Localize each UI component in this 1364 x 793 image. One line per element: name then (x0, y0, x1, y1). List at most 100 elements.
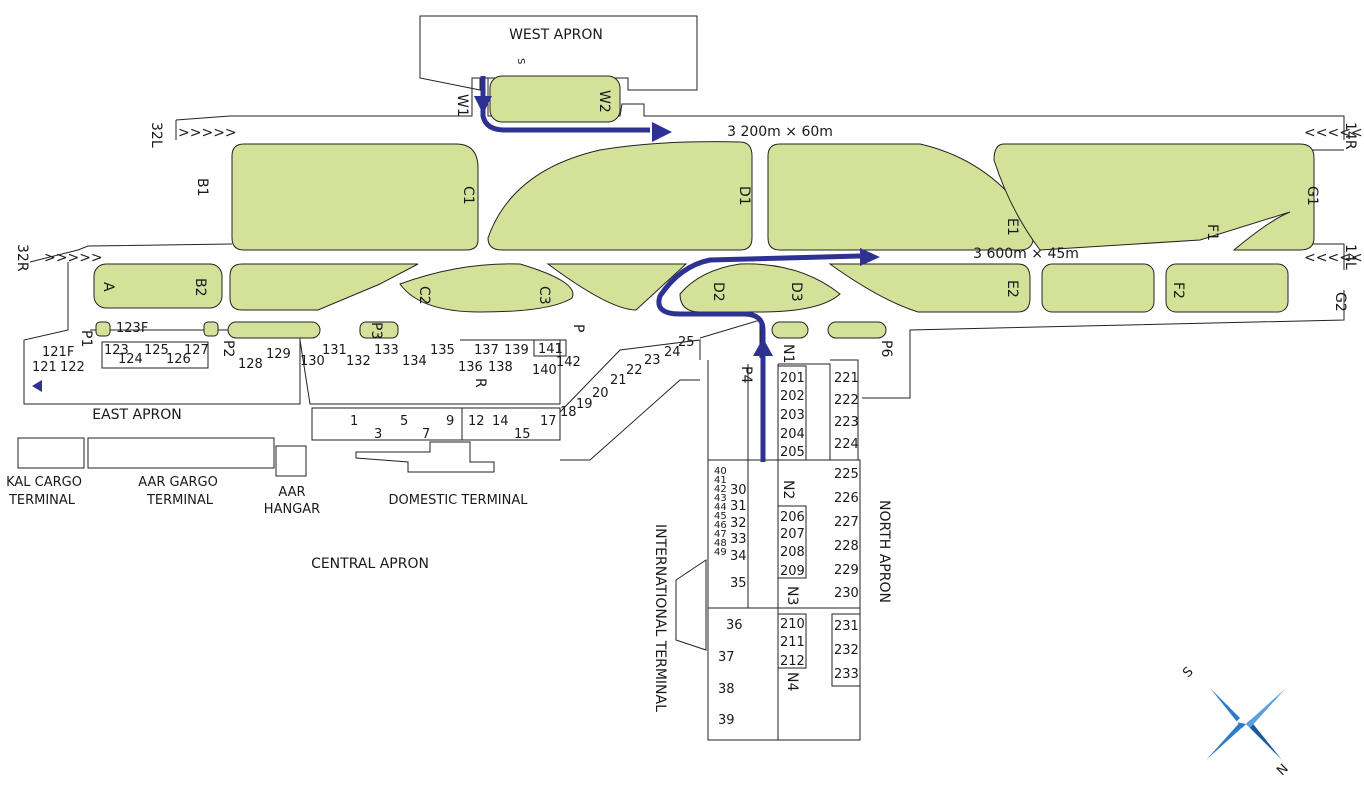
north-outer-stands: 221 222 223 224 225 226 227 228 229 230 … (831, 371, 861, 687)
stand-label: 203 (780, 408, 805, 423)
stand-label: 43 (714, 493, 727, 504)
stand-label: 12 (468, 414, 485, 429)
taxiway-f1: F1 (1204, 224, 1220, 241)
stand-label: 44 (714, 502, 727, 513)
stand-label: 124 (118, 352, 143, 367)
runway-14r-label: 14R (1342, 122, 1358, 150)
stand-label: 134 (402, 354, 427, 369)
stand-label: 131 (322, 343, 347, 358)
stand-label: 5 (400, 414, 408, 429)
stand-label: 201 (780, 371, 805, 386)
buildings: KAL CARGO TERMINAL AAR GARGO TERMINAL AA… (6, 339, 567, 517)
stand-label: 224 (834, 437, 859, 452)
compass-north-label: N (1274, 761, 1291, 778)
stand-label: 14 (492, 414, 509, 429)
stand-label: 204 (780, 427, 805, 442)
stand-label: 7 (422, 427, 430, 442)
stand-label: 39 (718, 713, 735, 728)
stand-label: 227 (834, 515, 859, 530)
taxiway-n3: N3 (784, 586, 800, 605)
stand-label: 32 (730, 516, 747, 531)
taxiway-d2: D2 (710, 282, 726, 302)
taxiway-p3: P3 (368, 322, 384, 339)
stand-label: 132 (346, 354, 371, 369)
stand-label: 37 (718, 650, 735, 665)
stand-label: 221 (834, 371, 859, 386)
taxiway-n1: N1 (780, 344, 796, 363)
stand-label: 232 (834, 643, 859, 658)
taxiway-g1: G1 (1304, 186, 1320, 206)
stand-label: 228 (834, 539, 859, 554)
runway-lower-dimensions: 3 600m × 45m (973, 246, 1079, 262)
stand-label: 38 (718, 682, 735, 697)
taxiway-c3: C3 (536, 286, 552, 305)
domestic-stands: 1 3 5 7 9 12 14 15 17 18 19 20 21 22 23 … (350, 335, 695, 442)
stand-label: 231 (834, 619, 859, 634)
stand-label: 25 (678, 335, 695, 350)
taxi-route (474, 76, 880, 462)
stand-label: 22 (626, 363, 643, 378)
stand-label: 1 (350, 414, 358, 429)
stand-label: 139 (504, 343, 529, 358)
stand-label: 205 (780, 445, 805, 460)
stand-label: 202 (780, 389, 805, 404)
stand-label: 20 (592, 386, 609, 401)
taxiway-g2: G2 (1332, 292, 1348, 312)
kal-cargo-label-2: TERMINAL (8, 493, 76, 508)
stand-label: 33 (730, 532, 747, 547)
east-apron-arrow-icon (32, 380, 42, 392)
stand-label: 42 (714, 484, 727, 495)
taxiway-d1: D1 (736, 186, 752, 206)
runway-upper-dimensions: 3 200m × 60m (727, 124, 833, 140)
taxiway-w1: W1 (454, 94, 470, 117)
north-apron-label: NORTH APRON (876, 500, 892, 603)
stand-label: 130 (300, 354, 325, 369)
stand-label: 46 (714, 520, 727, 531)
international-terminal-label: INTERNATIONAL TERMINAL (652, 524, 668, 712)
north-inner-stands: 201 202 203 204 205 206 207 208 209 210 … (777, 365, 807, 669)
taxiway-b2: B2 (192, 278, 208, 297)
stand-label: 206 (780, 510, 805, 525)
stand-label: 207 (780, 527, 805, 542)
taxiway-e1: E1 (1004, 218, 1020, 236)
stand-label: 9 (446, 414, 454, 429)
stand-label: 210 (780, 617, 805, 632)
taxiway-p6: P6 (878, 340, 894, 357)
taxiway-p1: P1 (78, 330, 94, 347)
stand-label: 18 (560, 405, 577, 420)
stand-label: 36 (726, 618, 743, 633)
stand-label: 127 (184, 343, 209, 358)
taxiway-n2: N2 (780, 480, 796, 499)
stand-label: 45 (714, 511, 727, 522)
taxiway-d3: D3 (788, 282, 804, 302)
taxiway-r: R (472, 378, 488, 388)
stand-label: 123 (104, 343, 129, 358)
stand-label: 41 (714, 475, 727, 486)
stand-label: 142 (556, 355, 581, 370)
domestic-terminal-label: DOMESTIC TERMINAL (388, 493, 528, 508)
intl-stands: 30 31 32 33 34 35 36 37 38 39 (718, 483, 747, 728)
taxiway-c1: C1 (460, 186, 476, 205)
runway-14l-label: 14L (1342, 244, 1358, 270)
svg-text:<<<<<: <<<<< (1304, 250, 1363, 266)
stand-label: 129 (266, 347, 291, 362)
stand-label: 35 (730, 576, 747, 591)
stand-label: 121 (32, 360, 57, 375)
stand-label: 133 (374, 343, 399, 358)
stand-label: 128 (238, 357, 263, 372)
stand-label: 141 (538, 342, 563, 357)
taxiway-b1: B1 (194, 178, 210, 197)
stand-label: 125 (144, 343, 169, 358)
stand-label: 30 (730, 483, 747, 498)
stand-label: 135 (430, 343, 455, 358)
stand-label: 23 (644, 353, 661, 368)
stand-label: 229 (834, 563, 859, 578)
stand-label: 121F (42, 345, 74, 360)
taxiway-p4: P4 (738, 366, 754, 383)
stand-label: 24 (664, 345, 681, 360)
runway-32r-label: 32R (14, 244, 30, 272)
taxiway-c2: C2 (416, 286, 432, 305)
stand-label: 17 (540, 414, 557, 429)
stand-label: 49 (714, 547, 727, 558)
